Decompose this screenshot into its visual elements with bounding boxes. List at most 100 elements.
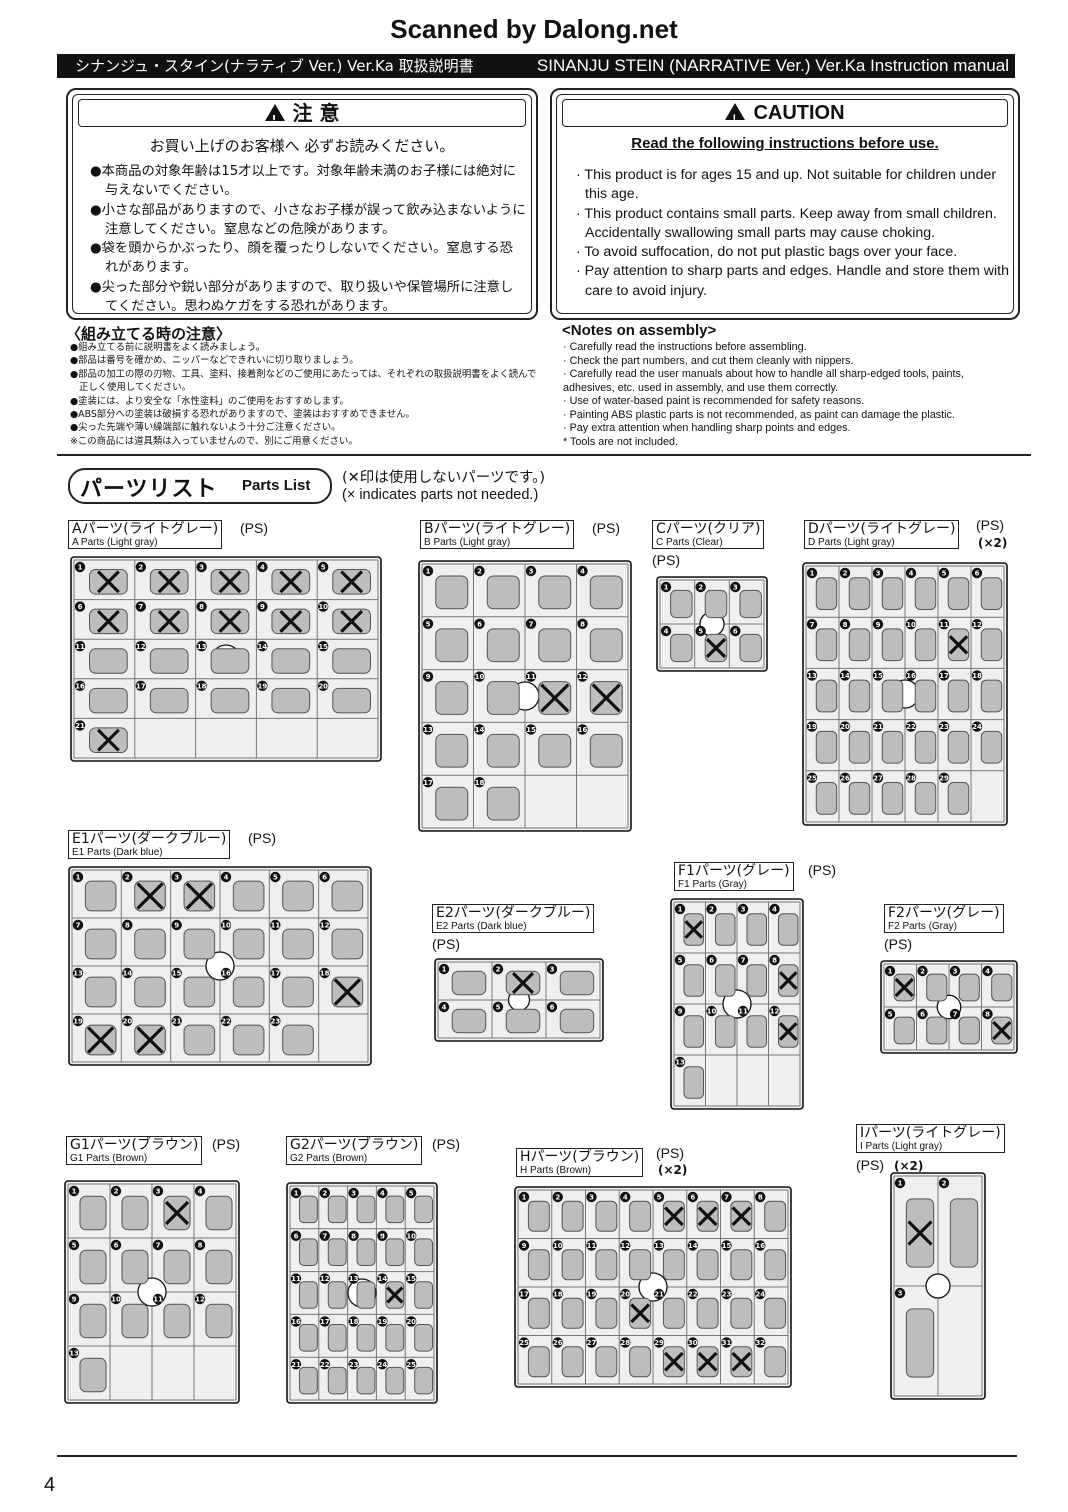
part-number-badge [319, 1230, 330, 1241]
part-number: 2 [496, 966, 501, 974]
unused-x-mark [663, 1351, 684, 1372]
part-number: 7 [322, 1232, 327, 1240]
part-number-badge [135, 561, 146, 573]
part-number: 11 [939, 621, 949, 629]
part-shape [980, 730, 1003, 764]
part-number: 7 [156, 1242, 161, 1250]
part-number: 16 [906, 672, 916, 680]
part-number-badge [135, 680, 146, 691]
runner-material: (PS) [976, 517, 1004, 533]
part-shape [183, 1024, 216, 1056]
part-shape [589, 575, 623, 610]
part-number: 9 [380, 1232, 385, 1240]
part-number: 2 [477, 568, 482, 576]
unused-x-mark [731, 1206, 752, 1227]
part-number-badge [135, 641, 146, 652]
part-shape [683, 1066, 705, 1099]
part-number-badge [474, 671, 485, 682]
part-number: 3 [733, 584, 738, 592]
unused-x-mark [340, 570, 364, 594]
part-number: 9 [426, 673, 431, 681]
part-number-badge [586, 1288, 597, 1300]
part-shape [435, 786, 469, 821]
part-number-badge [377, 1273, 388, 1284]
part-number: 1 [442, 966, 447, 974]
runner-label-i: Iパーツ(ライトグレー)I Parts (Light gray) (PS) (×… [856, 1124, 1005, 1173]
part-number: 10 [475, 673, 485, 681]
scanner-watermark: Scanned by Dalong.net [390, 14, 678, 44]
part-number: 11 [270, 922, 280, 930]
part-number-badge [755, 1240, 766, 1251]
part-number-badge [377, 1359, 388, 1370]
part-number: 19 [73, 1018, 83, 1026]
part-number: 8 [199, 603, 204, 611]
part-shape [435, 733, 469, 768]
runner-material: (PS) [808, 862, 836, 878]
unused-x-mark [279, 570, 303, 594]
part-number-badge [122, 967, 133, 979]
part-number: 29 [939, 774, 949, 782]
part-number-badge [68, 1293, 80, 1305]
part-number: 18 [197, 682, 207, 690]
part-number-badge [938, 1177, 950, 1189]
unused-x-mark [705, 637, 727, 659]
part-number-badge [474, 618, 485, 629]
part-shape [79, 1357, 107, 1393]
part-number: 5 [496, 1004, 501, 1012]
part-number-badge [290, 1359, 302, 1370]
part-shape [232, 976, 265, 1008]
part-shape [714, 913, 736, 946]
runner-material: (PS) [592, 520, 620, 536]
part-number-badge [74, 680, 86, 691]
part-number-badge [525, 671, 537, 682]
part-number-badge [348, 1316, 359, 1327]
part-shape [298, 1238, 318, 1266]
part-shape [282, 1024, 314, 1056]
part-number-badge [406, 1273, 417, 1284]
part-number: 11 [291, 1275, 301, 1283]
part-number-badge [586, 1240, 597, 1251]
part-number-badge [406, 1316, 417, 1327]
part-shape [414, 1281, 434, 1309]
part-number: 5 [409, 1190, 414, 1198]
caution-jp-list: ●本商品の対象年齢は15才以上です。対象年齢未満のお子様には絶対に与えないでくだ… [90, 162, 526, 316]
part-number-badge [525, 618, 537, 629]
part-number-badge [220, 1015, 232, 1027]
runner-material: (PS) [432, 1136, 460, 1152]
part-number: 1 [522, 1194, 527, 1202]
part-shape [629, 1249, 652, 1281]
runner-name-en: F2 Parts (Gray) [888, 921, 957, 932]
part-number-badge [257, 680, 268, 691]
part-number: 3 [589, 1194, 594, 1202]
part-number-badge [319, 967, 330, 979]
unused-x-mark [218, 609, 242, 633]
part-number-badge [706, 903, 717, 915]
part-number-badge [194, 1293, 206, 1305]
list-item: ●袋を頭からかぶったり、顔を覆ったりしないでください。窒息する恐れがあります。 [90, 241, 513, 276]
part-number-badge [422, 618, 434, 629]
part-number: 9 [174, 922, 179, 930]
part-number: 26 [840, 774, 850, 782]
part-shape [183, 976, 216, 1008]
part-shape [331, 928, 364, 960]
part-number-badge [971, 670, 983, 681]
title-jp: シナンジュ・スタイン(ナラティブ Ver.) Ver.Ka 取扱説明書 [75, 57, 474, 75]
runner-material: (PS) [432, 936, 460, 952]
part-number: 10 [707, 1008, 717, 1016]
part-number-badge [110, 1239, 122, 1251]
part-shape [739, 589, 762, 619]
part-shape [414, 1195, 434, 1224]
unused-x-mark [778, 1022, 798, 1041]
part-number: 14 [688, 1242, 698, 1250]
runner-name-jp: F2パーツ(グレー) [888, 905, 1000, 921]
part-shape [764, 1346, 787, 1378]
part-number: 4 [198, 1188, 203, 1196]
part-number: 23 [349, 1361, 359, 1369]
part-number: 18 [349, 1318, 359, 1326]
part-number-badge [905, 619, 917, 630]
runner-name-en: B Parts (Light gray) [424, 537, 511, 548]
part-number: 4 [909, 570, 914, 578]
part-number-badge [377, 1316, 388, 1327]
